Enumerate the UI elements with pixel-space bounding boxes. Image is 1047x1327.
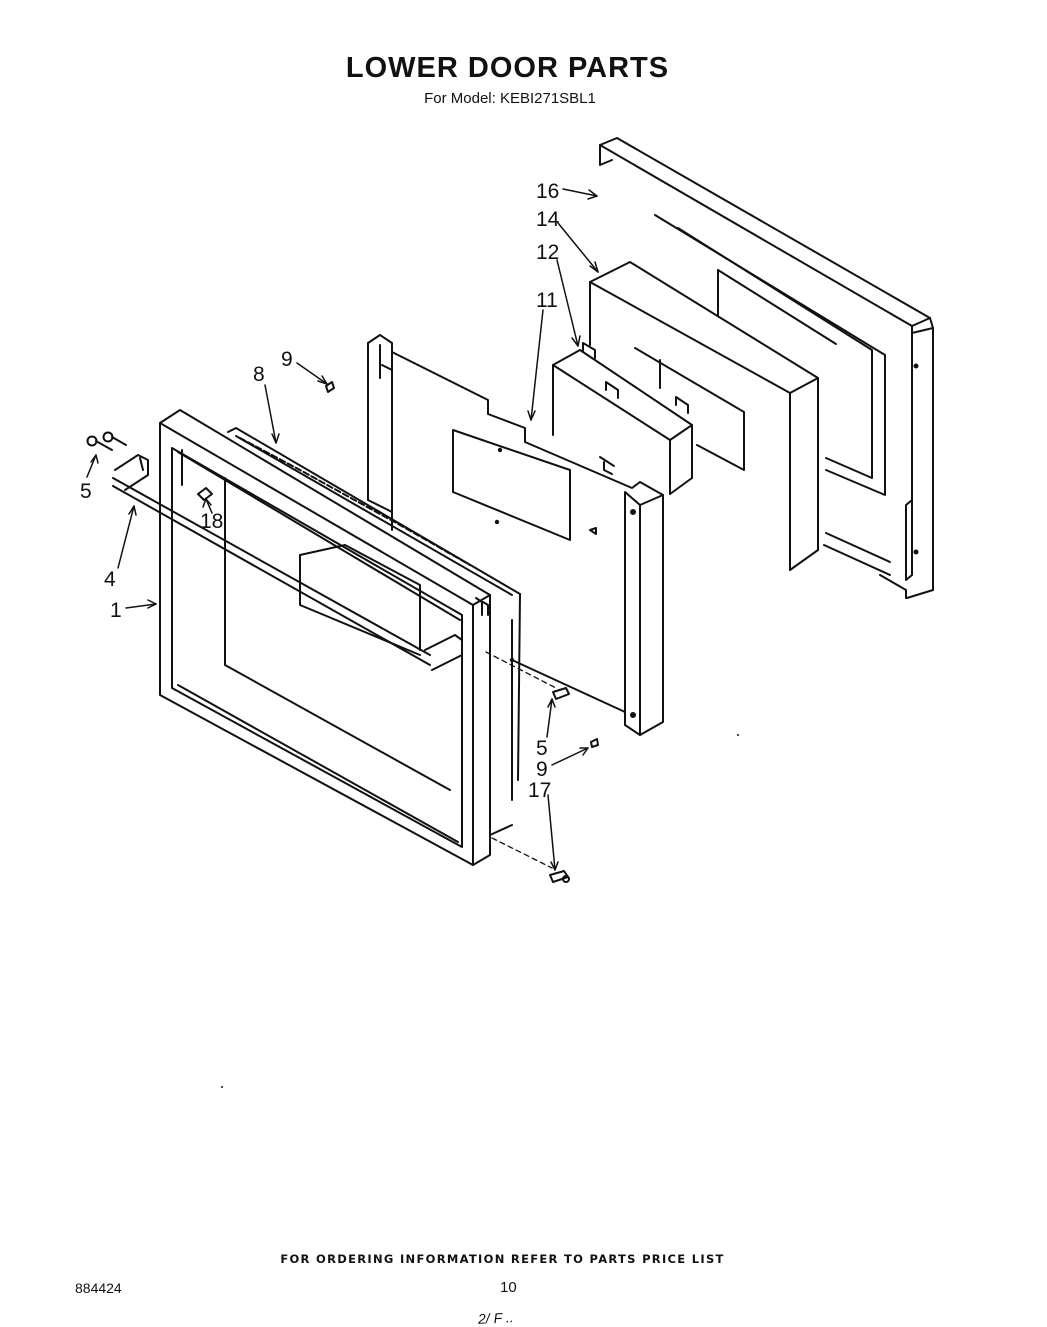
speck	[737, 734, 739, 736]
screw-top	[325, 381, 335, 393]
callout-9-top: 9	[281, 348, 293, 371]
callout-16: 16	[536, 180, 559, 203]
assembly-lines	[485, 651, 557, 869]
inner-door-liner	[367, 334, 664, 736]
callout-5-left: 5	[80, 480, 92, 503]
door-handle	[112, 454, 463, 671]
handle-screws-left	[86, 431, 127, 451]
document-number: 884424	[75, 1280, 122, 1296]
insulation-block	[589, 261, 819, 571]
vent-duct-box	[552, 342, 693, 495]
callout-14: 14	[536, 208, 560, 231]
callout-17: 17	[528, 779, 551, 802]
callout-4: 4	[104, 568, 116, 591]
ordering-note: FOR ORDERING INFORMATION REFER TO PARTS …	[280, 1252, 725, 1266]
callout-11: 11	[536, 289, 558, 312]
glass-pane	[227, 427, 521, 801]
callout-5-right: 5	[536, 737, 548, 760]
page-number: 10	[500, 1279, 517, 1296]
handwritten-stamp: 2/ F ..	[477, 1309, 514, 1327]
callout-labels: 16 14 12 11 9 8 5 18 4 1 5 9 17	[80, 180, 560, 802]
callout-1: 1	[110, 599, 122, 622]
screw-right	[552, 687, 570, 700]
page-title: LOWER DOOR PARTS	[345, 52, 670, 84]
callout-12: 12	[536, 241, 559, 264]
rear-door-panel	[599, 137, 934, 599]
outer-door-frame	[159, 409, 513, 866]
callout-8: 8	[253, 363, 265, 386]
screw-bottom	[549, 870, 570, 883]
model-subtitle: For Model: KEBI271SBL1	[424, 90, 596, 107]
callout-leaders	[86, 188, 599, 871]
callout-9-right: 9	[536, 758, 548, 781]
speck	[221, 1086, 223, 1088]
screw-right-small	[590, 738, 599, 748]
door-clip	[197, 487, 213, 501]
callout-18: 18	[200, 510, 223, 533]
